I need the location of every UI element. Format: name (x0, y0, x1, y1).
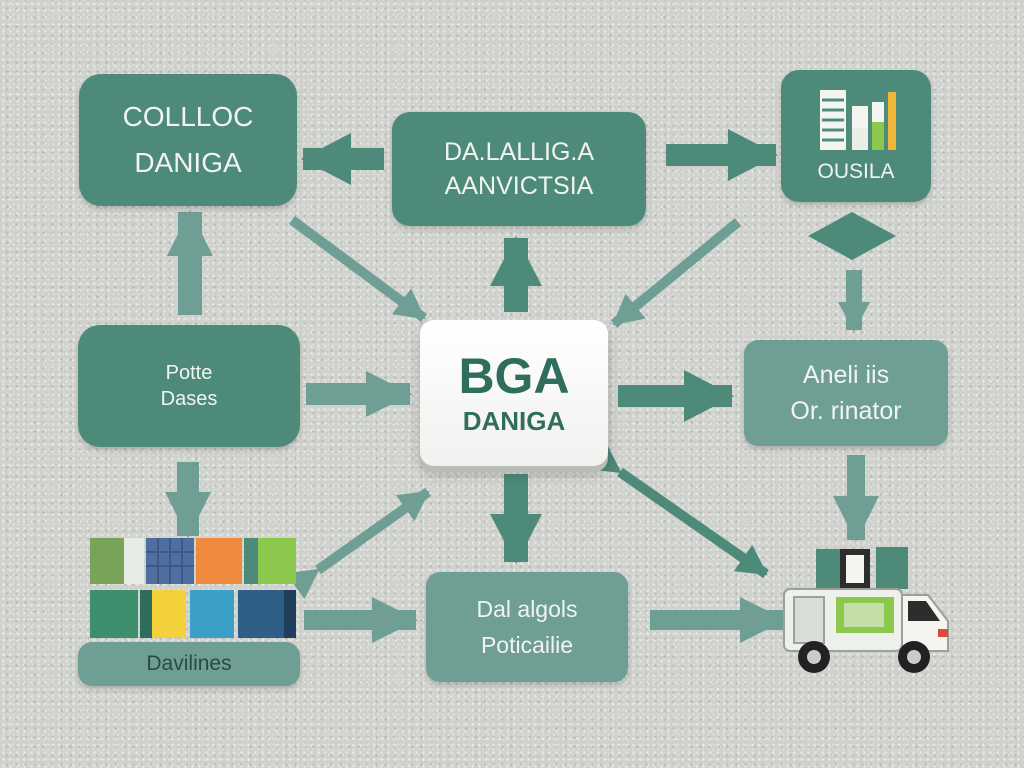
node-center[interactable]: BGA DANIGA (420, 320, 608, 466)
node-orchestrator-line-1: Aneli iis (802, 361, 890, 389)
node-portfolio[interactable]: Dal algols Poticailie (426, 572, 628, 682)
node-output[interactable]: OUSILA (781, 70, 931, 202)
decision-diamond (808, 212, 896, 260)
node-store[interactable]: Davilines (78, 642, 300, 686)
node-analytics-line-1: DA.LALLIG.A (443, 138, 595, 166)
arrow-center-boxes-bidirectional (285, 487, 431, 600)
node-center-line-2: DANIGA (462, 406, 566, 436)
node-store-label: Davilines (146, 652, 232, 675)
node-collect-line-1: COLLLOC (122, 101, 254, 132)
node-collect[interactable]: COLLLOC DANIGA (79, 74, 297, 206)
node-analytics-line-2: AANVICTSIA (444, 172, 594, 200)
node-source-line-1: Potte (165, 362, 213, 384)
arrow-center-truck-bidirectional (587, 442, 769, 579)
node-source-line-2: Dases (160, 388, 218, 410)
node-orchestrator[interactable]: Aneli iis Or. rinator (744, 340, 948, 446)
node-analytics[interactable]: DA.LALLIG.A AANVICTSIA (392, 112, 646, 226)
node-collect-line-2: DANIGA (134, 147, 242, 178)
node-orchestrator-line-2: Or. rinator (790, 397, 902, 425)
node-portfolio-line-2: Poticailie (480, 632, 574, 658)
delivery-truck-icon (783, 547, 949, 673)
arrow-output-to-center (610, 218, 742, 328)
arrow-collect-to-center (289, 215, 427, 323)
bar-chart-icon (820, 90, 896, 150)
node-center-line-1: BGA (458, 348, 570, 404)
node-output-label: OUSILA (817, 160, 895, 183)
node-source[interactable]: Potte Dases (78, 325, 300, 447)
stacked-boxes-icon (90, 538, 296, 638)
node-portfolio-line-1: Dal algols (476, 596, 578, 622)
